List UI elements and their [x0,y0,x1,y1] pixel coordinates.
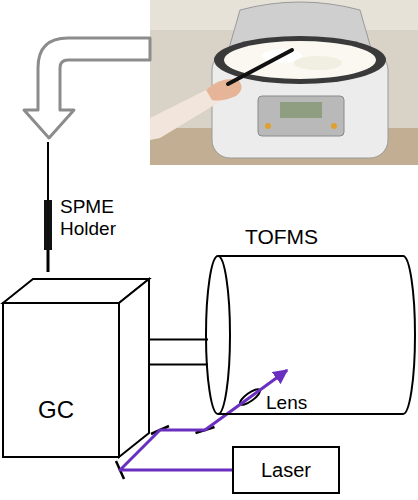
laser-box: Laser [232,446,340,494]
gc-cube: GC [2,278,150,458]
rice-cooker-photo [150,0,418,165]
node-label: GC [38,396,74,424]
laser-beam [120,370,287,470]
tofms-cylinder-outline [205,255,416,415]
part-label: SPME Holder [60,196,132,240]
transfer-line [150,352,208,353]
gc-cube-outline [2,278,150,458]
node-label: Laser [261,459,311,482]
part-label: Lens [266,392,307,414]
spme-holder [44,142,52,272]
node-label: TOFMS [245,225,318,249]
sampling-arrow [24,38,150,138]
laser-box-outline [232,446,340,494]
tofms-cylinder: TOFMS [205,255,416,415]
